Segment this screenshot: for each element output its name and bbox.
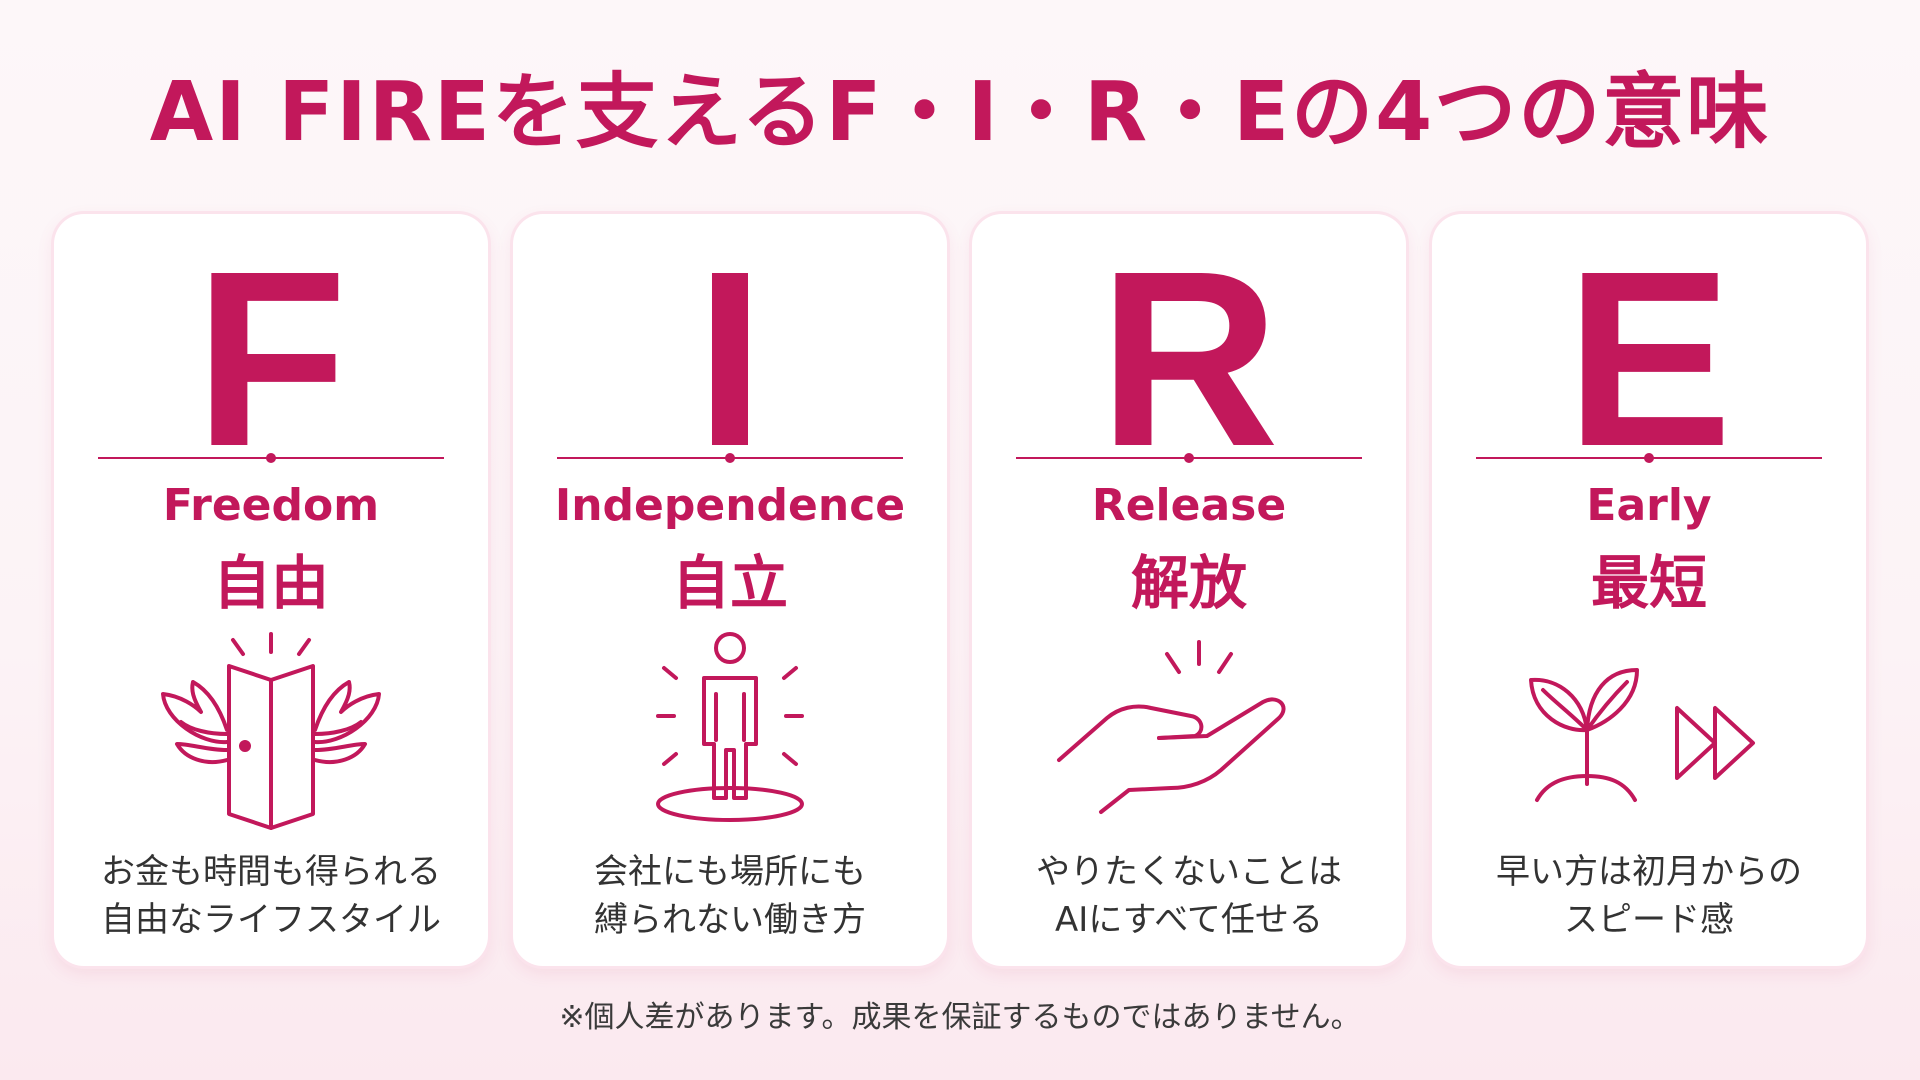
card-early: E Early 最短 早い方は初月からの スピード感 — [1432, 214, 1866, 966]
desc-line-1: 会社にも場所にも — [594, 852, 866, 892]
card-kanji: 自由 — [212, 549, 329, 617]
card-kanji: 自立 — [671, 549, 788, 617]
card-kanji: 解放 — [1130, 549, 1247, 617]
standing-person-icon — [656, 632, 804, 822]
desc-line-1: やりたくないことは — [1036, 852, 1342, 892]
card-word: Independence — [554, 480, 906, 531]
divider — [1476, 453, 1822, 463]
winged-door-icon — [161, 632, 381, 830]
card-freedom: F Freedom 自由 お金も時間も得られる 自由なライ — [54, 214, 488, 966]
card-description: やりたくないことは AIにすべて任せる — [972, 848, 1406, 945]
open-hand-icon — [1057, 640, 1286, 814]
card-release: R Release 解放 やりたくないことは AIにすべて任せる — [972, 214, 1406, 966]
desc-line-2: 縛られない働き方 — [594, 900, 866, 941]
desc-line-1: お金も時間も得られる — [101, 852, 441, 892]
page-title: AI FIREを支えるF・I・R・Eの4つの意味 — [149, 65, 1771, 160]
card-kanji: 最短 — [1590, 549, 1707, 617]
card-letter: R — [1098, 219, 1280, 498]
card-description: 会社にも場所にも 縛られない働き方 — [513, 848, 947, 945]
divider — [1016, 453, 1362, 463]
card-word: Release — [1091, 480, 1287, 531]
disclaimer-note: ※個人差があります。成果を保証するものではありません。 — [559, 1000, 1361, 1035]
card-word: Early — [1586, 480, 1712, 531]
card-letter: F — [194, 219, 348, 498]
card-word: Freedom — [162, 480, 380, 531]
desc-line-2: スピード感 — [1564, 900, 1734, 941]
card-independence: I Independence 自立 会社にも場所にも 縛られない働き方 — [513, 214, 947, 966]
divider — [98, 453, 444, 463]
card-description: お金も時間も得られる 自由なライフスタイル — [54, 848, 488, 945]
desc-line-1: 早い方は初月からの — [1496, 852, 1802, 892]
fire-cards: F Freedom 自由 お金も時間も得られる 自由なライ — [54, 214, 1866, 966]
card-letter: E — [1565, 219, 1733, 498]
desc-line-2: 自由なライフスタイル — [101, 900, 441, 941]
card-description: 早い方は初月からの スピード感 — [1432, 848, 1866, 945]
desc-line-2: AIにすべて任せる — [1055, 900, 1323, 941]
divider — [557, 453, 903, 463]
sprout-fast-forward-icon — [1529, 668, 1755, 802]
card-letter: I — [695, 219, 765, 498]
